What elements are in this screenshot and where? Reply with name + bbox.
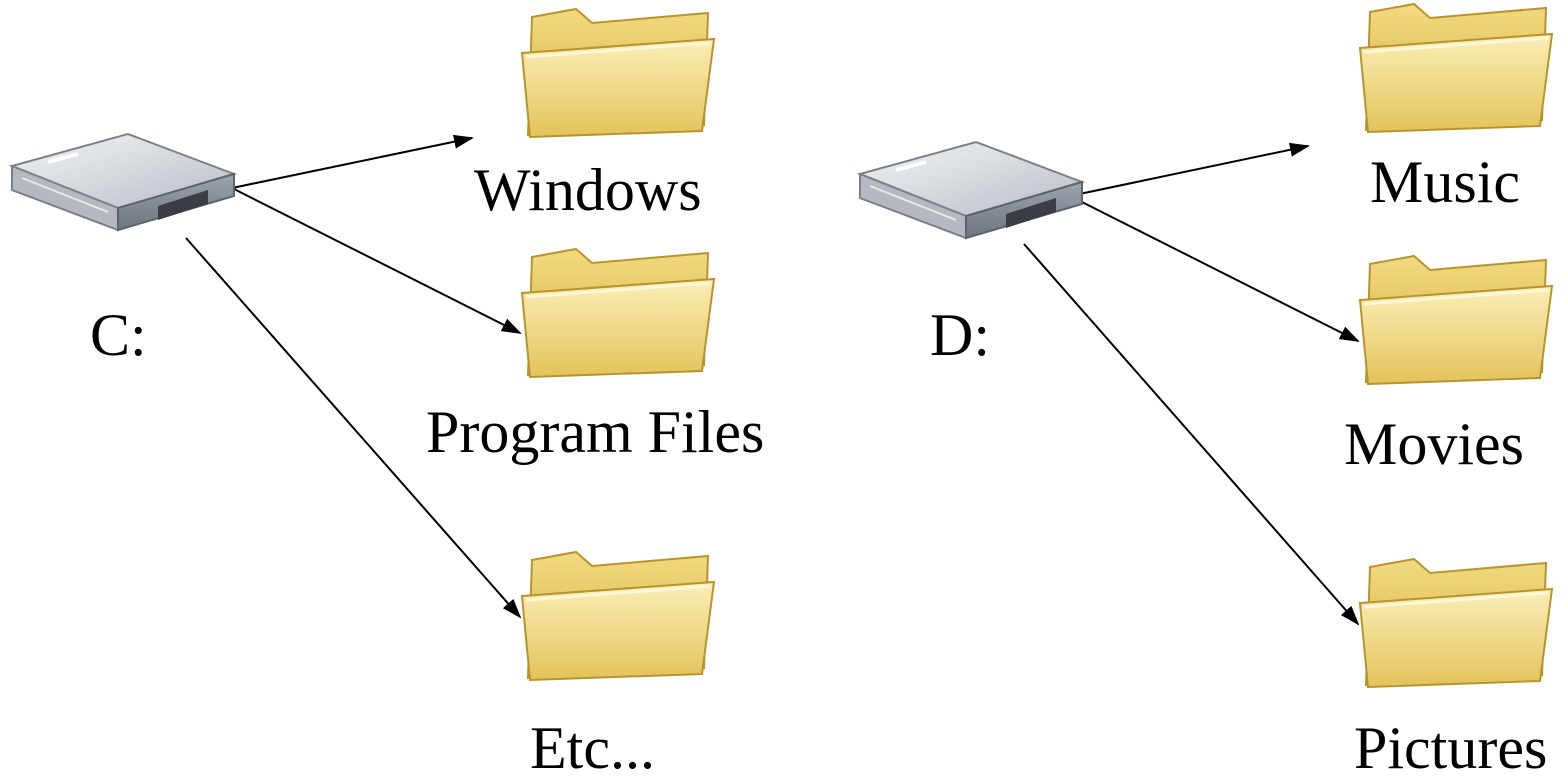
hard-drive-icon[interactable] — [8, 126, 238, 236]
drive-c-label: C: — [90, 302, 147, 368]
drive-d-label: D: — [930, 302, 990, 368]
arrow-c-to-etc — [185, 237, 522, 619]
folder-icon[interactable] — [518, 548, 718, 683]
folder-icon[interactable] — [1356, 555, 1556, 690]
arrow-d-to-music — [1069, 142, 1310, 197]
folder-music-label: Music — [1370, 149, 1520, 215]
hard-drive-icon[interactable] — [856, 134, 1086, 244]
folder-icon[interactable] — [1356, 0, 1556, 135]
arrow-c-to-program-files — [231, 187, 522, 334]
arrow-d-to-movies — [1069, 195, 1360, 342]
folder-icon[interactable] — [1356, 252, 1556, 387]
folder-icon[interactable] — [518, 245, 718, 380]
folder-movies-label: Movies — [1344, 411, 1524, 477]
folder-program-files-label: Program Files — [426, 399, 765, 465]
folder-etc-label: Etc... — [530, 715, 655, 781]
folder-icon[interactable] — [518, 5, 718, 140]
folder-pictures-label: Pictures — [1354, 715, 1548, 781]
arrow-c-to-windows — [231, 134, 474, 189]
arrow-d-to-pictures — [1023, 243, 1360, 626]
folder-windows-label: Windows — [474, 157, 702, 223]
